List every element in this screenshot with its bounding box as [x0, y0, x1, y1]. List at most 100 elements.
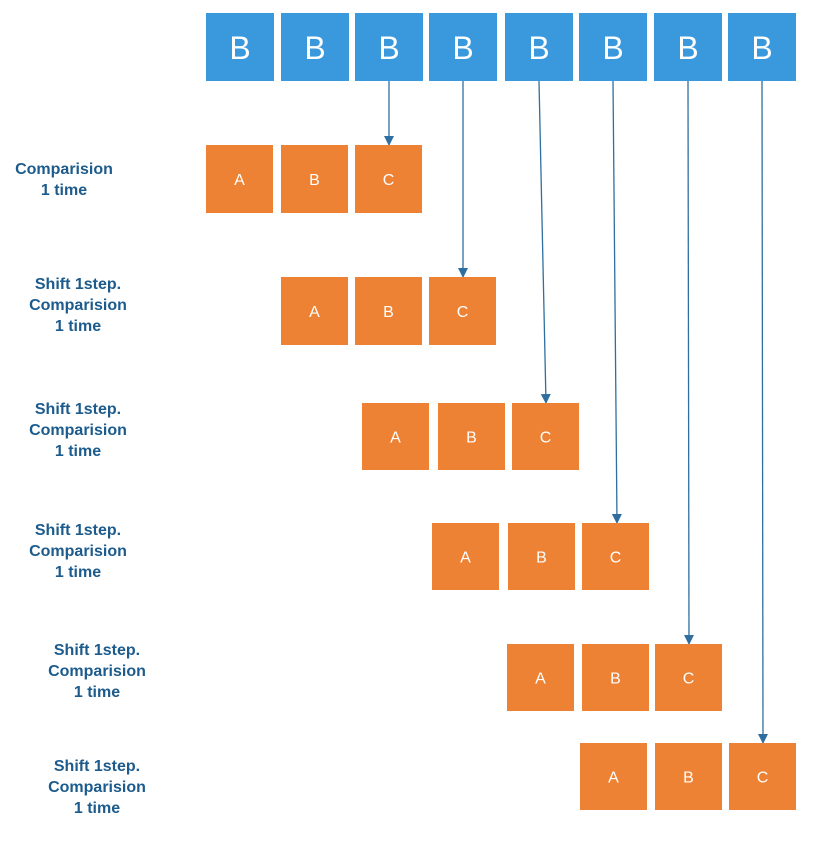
pattern-char-label: A	[390, 430, 401, 447]
pattern-char-label: B	[683, 770, 694, 787]
text-char-rect	[579, 13, 647, 81]
pattern-char-box: C	[512, 403, 579, 470]
pattern-char-rect	[655, 644, 722, 711]
pattern-char-rect	[206, 145, 273, 213]
pattern-char-rect	[512, 403, 579, 470]
pattern-char-box: B	[655, 743, 722, 810]
pattern-char-label: C	[610, 550, 622, 567]
text-char-box: B	[206, 13, 274, 81]
pattern-char-box: B	[508, 523, 575, 590]
pattern-char-rect	[729, 743, 796, 810]
step-label-line: 1 time	[55, 318, 101, 335]
text-char-label: B	[602, 30, 623, 66]
pattern-char-rect	[281, 145, 348, 213]
step-label-line: Comparision	[15, 161, 113, 178]
text-char-rect	[206, 13, 274, 81]
step-label-line: Comparision	[48, 779, 146, 796]
step-label-line: Comparision	[29, 422, 127, 439]
text-char-rect	[505, 13, 573, 81]
pattern-char-label: C	[383, 172, 395, 189]
arrows	[384, 80, 768, 744]
pattern-char-label: A	[608, 770, 619, 787]
pattern-char-label: B	[383, 304, 394, 321]
pattern-char-box: A	[432, 523, 499, 590]
step-label-line: 1 time	[41, 182, 87, 199]
pattern-char-label: A	[535, 671, 546, 688]
pattern-char-box: C	[429, 277, 496, 345]
step-label-line: Shift 1step.	[35, 276, 121, 293]
text-char-label: B	[452, 30, 473, 66]
pattern-char-label: C	[757, 770, 769, 787]
pattern-char-label: C	[457, 304, 469, 321]
text-char-label: B	[677, 30, 698, 66]
pattern-char-rect	[580, 743, 647, 810]
pattern-char-rect	[438, 403, 505, 470]
text-char-rect	[281, 13, 349, 81]
text-char-rect	[728, 13, 796, 81]
pattern-char-box: B	[582, 644, 649, 711]
text-char-rect	[355, 13, 423, 81]
step-label: Shift 1step. Comparision 1 time	[48, 758, 146, 817]
pattern-char-label: C	[683, 671, 695, 688]
pattern-char-box: A	[507, 644, 574, 711]
pattern-char-box: C	[729, 743, 796, 810]
pattern-char-box: A	[206, 145, 273, 213]
pattern-char-rect	[507, 644, 574, 711]
text-char-label: B	[751, 30, 772, 66]
pattern-char-box: B	[355, 277, 422, 345]
pattern-row: A B C	[432, 523, 649, 590]
text-char-label: B	[528, 30, 549, 66]
pattern-char-rect	[508, 523, 575, 590]
pattern-char-label: B	[536, 550, 547, 567]
comparison-arrow	[538, 80, 551, 404]
step-label-line: Shift 1step.	[54, 758, 140, 775]
step-label-line: 1 time	[74, 800, 120, 817]
step-label: Comparision 1 time	[15, 161, 113, 199]
pattern-row: A B C	[206, 145, 422, 213]
pattern-row: A B C	[362, 403, 579, 470]
step-label-line: 1 time	[74, 684, 120, 701]
step-label-line: Shift 1step.	[35, 401, 121, 418]
pattern-char-label: B	[610, 671, 621, 688]
pattern-char-box: B	[281, 145, 348, 213]
comparison-arrow	[683, 80, 694, 645]
pattern-char-label: B	[466, 430, 477, 447]
comparison-arrow	[611, 80, 622, 524]
pattern-char-rect	[355, 277, 422, 345]
text-char-label: B	[229, 30, 250, 66]
pattern-char-label: A	[460, 550, 471, 567]
pattern-char-rect	[355, 145, 422, 213]
pattern-row: A B C	[580, 743, 796, 810]
step-label-line: Comparision	[29, 297, 127, 314]
text-char-box: B	[281, 13, 349, 81]
pattern-char-box: C	[582, 523, 649, 590]
text-char-box: B	[728, 13, 796, 81]
text-char-box: B	[579, 13, 647, 81]
pattern-char-box: A	[580, 743, 647, 810]
pattern-char-label: C	[540, 430, 552, 447]
text-char-label: B	[304, 30, 325, 66]
pattern-char-rect	[362, 403, 429, 470]
pattern-char-rect	[432, 523, 499, 590]
pattern-char-rect	[582, 523, 649, 590]
step-label-line: Shift 1step.	[54, 642, 140, 659]
step-label-line: Comparision	[29, 543, 127, 560]
pattern-char-rect	[429, 277, 496, 345]
text-char-rect	[654, 13, 722, 81]
step-label-line: 1 time	[55, 564, 101, 581]
pattern-char-rect	[655, 743, 722, 810]
pattern-char-rect	[281, 277, 348, 345]
text-char-label: B	[378, 30, 399, 66]
text-char-rect	[429, 13, 497, 81]
pattern-char-label: B	[309, 172, 320, 189]
pattern-char-box: A	[362, 403, 429, 470]
pattern-char-label: A	[234, 172, 245, 189]
